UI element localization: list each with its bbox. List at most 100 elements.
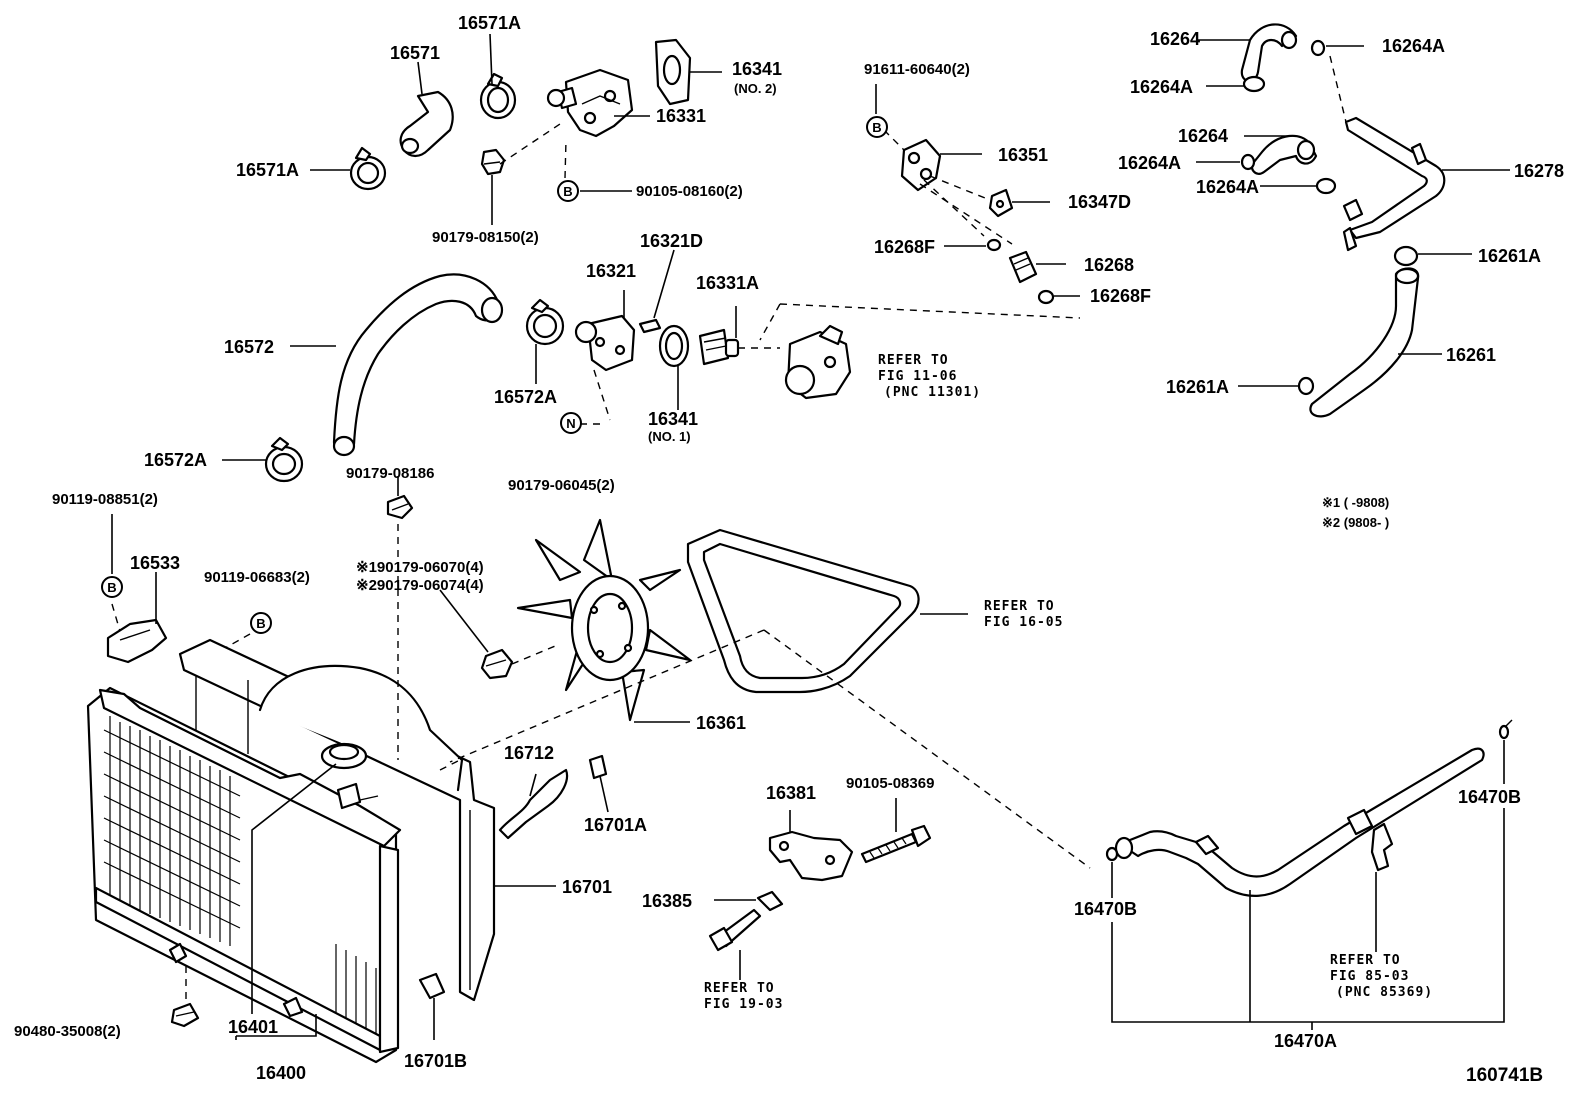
refer-to-11-06-line1: REFER TO — [878, 353, 949, 368]
gasket-16341-no1-icon — [658, 324, 690, 368]
label-16572A-b: 16572A — [144, 450, 208, 470]
pipe-16278-icon — [1342, 116, 1446, 252]
label-16712: 16712 — [504, 743, 555, 763]
label-16341-no1: 16341 — [648, 409, 699, 429]
clip-90179-08186-icon — [386, 494, 414, 520]
label-16571: 16571 — [390, 43, 441, 63]
label-16470B-a: 16470B — [1074, 899, 1138, 919]
label-16351: 16351 — [998, 145, 1049, 165]
refer-to-85-03-line2: FIG 85-03 — [1330, 969, 1410, 984]
v-belt-icon — [686, 528, 920, 694]
stud-90179-08150-icon — [480, 148, 506, 176]
gasket-16341-no2-icon — [654, 38, 692, 106]
label-90480-35008: 90480-35008(2) — [14, 1023, 121, 1040]
refer-to-16-05-line2: FIG 16-05 — [984, 615, 1064, 630]
label-16571A-top: 16571A — [458, 13, 522, 33]
marker-b-90119-06683: B — [250, 612, 272, 634]
label-16470A: 16470A — [1274, 1031, 1338, 1051]
label-90119-08851: 90119-08851(2) — [52, 491, 158, 508]
figure-code: 160741B — [1466, 1065, 1544, 1086]
label-90179-06074: ※290179-06074(4) — [356, 577, 484, 594]
label-16572: 16572 — [224, 337, 275, 357]
marker-b-90105-08160: B — [557, 180, 579, 202]
fan-shroud-16701-icon — [178, 638, 496, 1002]
clamp-16264A-c-icon — [1240, 153, 1256, 171]
label-16572A-a: 16572A — [494, 387, 558, 407]
bracket-16712-icon — [498, 768, 569, 840]
label-16268F-a: 16268F — [874, 237, 936, 257]
water-pump-icon — [784, 324, 852, 400]
bleeder-16321D-icon — [638, 318, 662, 334]
label-90179-06045: 90179-06045(2) — [508, 477, 615, 494]
clamp-16261A-b-icon — [1297, 376, 1315, 396]
label-16261A-b: 16261A — [1166, 377, 1230, 397]
marker-n-90179-06045: N — [560, 412, 582, 434]
label-16268: 16268 — [1084, 255, 1135, 275]
label-16361: 16361 — [696, 713, 747, 733]
clamp-16572A-b-icon — [264, 436, 304, 483]
drain-plug-90480-icon — [170, 1002, 200, 1028]
label-16341-no1-sub: (NO. 1) — [648, 429, 691, 444]
label-16341-no2-sub: (NO. 2) — [734, 81, 777, 96]
water-inlet-16321-icon — [574, 314, 636, 372]
hose-16264-mid-icon — [1250, 134, 1318, 175]
label-16381: 16381 — [766, 783, 817, 803]
label-90179-06070: ※190179-06070(4) — [356, 559, 484, 576]
label-16331A: 16331A — [696, 273, 760, 293]
label-16321: 16321 — [586, 261, 637, 281]
refer-to-11-06-line2: FIG 11-06 — [878, 369, 958, 384]
label-16571A-left: 16571A — [236, 160, 300, 180]
bracket-16381-icon — [768, 830, 854, 882]
refer-to-85-03-line1: REFER TO — [1330, 953, 1401, 968]
label-90105-08369: 90105-08369 — [846, 775, 935, 792]
label-90179-08150: 90179-08150(2) — [432, 229, 539, 246]
hose-16572-icon — [332, 273, 504, 457]
label-16400: 16400 — [256, 1063, 307, 1083]
refer-to-85-03-line3: (PNC 85369) — [1336, 985, 1434, 1000]
label-16701: 16701 — [562, 877, 613, 897]
hose-16261-icon — [1309, 267, 1420, 418]
label-16268F-b: 16268F — [1090, 286, 1152, 306]
oring-16268F-b-icon — [1037, 289, 1055, 305]
refer-to-19-03-line1: REFER TO — [704, 981, 775, 996]
label-16321D: 16321D — [640, 231, 704, 251]
clamp-16261A-a-icon — [1393, 245, 1419, 267]
oring-16268F-a-icon — [986, 238, 1002, 252]
washer-16385-icon — [756, 890, 784, 912]
label-16385: 16385 — [642, 891, 693, 911]
clip-16701B-icon — [418, 972, 446, 1000]
fan-16361-icon — [516, 518, 692, 722]
bolt-19-03-icon — [708, 908, 762, 952]
label-90119-06683: 90119-06683(2) — [204, 569, 310, 586]
label-16278: 16278 — [1514, 161, 1565, 181]
nut-90179-06070-icon — [480, 648, 514, 680]
label-16261A-a: 16261A — [1478, 246, 1542, 266]
clamp-16572A-a-icon — [525, 298, 565, 346]
label-16264A-a: 16264A — [1382, 36, 1446, 56]
water-outlet-16331-icon — [546, 68, 634, 138]
plate-16347D-icon — [988, 188, 1014, 218]
note-1: ※1 ( -9808) — [1322, 495, 1390, 510]
hose-16264-top-icon — [1240, 23, 1298, 82]
label-16264A-c: 16264A — [1118, 153, 1182, 173]
label-91611-60640: 91611-60640(2) — [864, 61, 970, 78]
clamp-16264A-b-icon — [1242, 75, 1266, 93]
clamp-16470B-b-icon — [1498, 719, 1513, 740]
bracket-16533-icon — [106, 618, 168, 664]
note-2: ※2 (9808- ) — [1322, 515, 1390, 530]
label-16264-mid: 16264 — [1178, 126, 1229, 146]
label-16401: 16401 — [228, 1017, 279, 1037]
label-16470B-b: 16470B — [1458, 787, 1522, 807]
clamp-16571A-top-icon — [479, 72, 517, 120]
hose-16470A-icon — [1114, 747, 1485, 897]
label-16701A: 16701A — [584, 815, 648, 835]
label-16533: 16533 — [130, 553, 181, 573]
radiator-cap-16401-icon — [320, 742, 379, 810]
thermostat-16331A-icon — [698, 328, 740, 366]
label-90105-08160: 90105-08160(2) — [636, 183, 743, 200]
refer-to-11-06-line3: (PNC 11301) — [884, 385, 982, 400]
union-16268-icon — [1008, 250, 1038, 284]
clip-16701A-icon — [588, 754, 608, 780]
label-16264-top: 16264 — [1150, 29, 1201, 49]
marker-b-90119-08851: B — [101, 576, 123, 598]
